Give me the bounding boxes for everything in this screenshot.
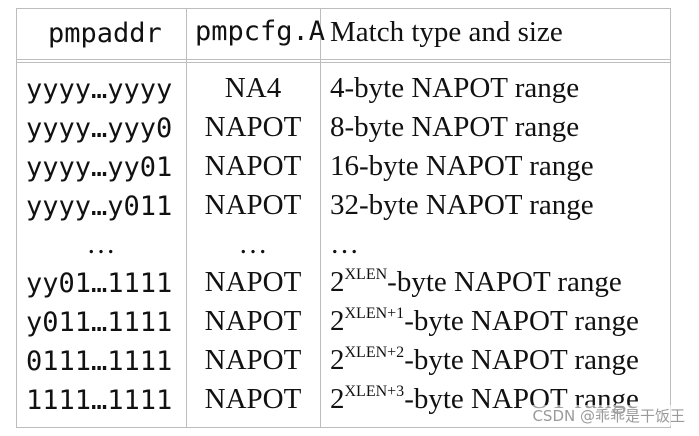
cell-size: 4-byte NAPOT range (330, 72, 580, 104)
cell-pmpcfg: NAPOT (204, 344, 302, 376)
table-frame (16, 8, 671, 428)
cell-size: 2XLEN+3-byte NAPOT range (330, 383, 639, 415)
size-suffix: -byte NAPOT range (387, 266, 622, 298)
size-exponent: XLEN (344, 266, 388, 283)
cell-pmpcfg: NAPOT (204, 150, 302, 182)
size-exponent: XLEN+1 (344, 305, 405, 322)
header-divider (16, 59, 671, 60)
cell-size: 2XLEN+1-byte NAPOT range (330, 305, 639, 337)
cell-pmpaddr: y011…1111 (26, 307, 173, 338)
header-pmpcfg: pmpcfg.A (195, 16, 326, 47)
size-suffix: -byte NAPOT range (404, 305, 639, 337)
size-base: 2 (330, 344, 345, 376)
cell-pmpcfg: NAPOT (204, 305, 302, 337)
size-base: 2 (330, 383, 345, 415)
cell-pmpaddr: yyyy…yyy0 (26, 113, 173, 144)
cell-pmpaddr: yyyy…yy01 (26, 152, 173, 183)
size-base: 2 (330, 266, 345, 298)
cell-pmpcfg: NAPOT (204, 383, 302, 415)
cell-size: 2XLEN+2-byte NAPOT range (330, 344, 639, 376)
header-divider (16, 62, 671, 63)
cell-size: 2XLEN-byte NAPOT range (330, 266, 622, 298)
cell-pmpaddr: yy01…1111 (26, 268, 173, 299)
size-base: 2 (330, 305, 345, 337)
header-match-type: Match type and size (330, 16, 563, 48)
cell-size: 8-byte NAPOT range (330, 111, 580, 143)
cell-pmpcfg: NAPOT (204, 266, 302, 298)
cell-pmpcfg: NAPOT (204, 111, 302, 143)
cell-pmpcfg: NA4 (224, 72, 282, 104)
cell-pmpcfg-ellipsis: … (238, 228, 268, 260)
size-exponent: XLEN+2 (344, 344, 405, 361)
cell-pmpaddr: 1111…1111 (26, 385, 173, 416)
cell-pmpaddr-ellipsis: … (86, 228, 116, 260)
cell-size: 16-byte NAPOT range (330, 150, 594, 182)
cell-size: 32-byte NAPOT range (330, 189, 594, 221)
cell-pmpaddr: 0111…1111 (26, 346, 173, 377)
column-divider (320, 8, 321, 428)
cell-pmpcfg: NAPOT (204, 189, 302, 221)
cell-pmpaddr: yyyy…y011 (26, 191, 173, 222)
header-pmpaddr: pmpaddr (48, 18, 162, 49)
size-exponent: XLEN+3 (344, 383, 405, 400)
column-divider (186, 8, 187, 428)
cell-size-ellipsis: … (330, 228, 359, 260)
cell-pmpaddr: yyyy…yyyy (26, 74, 173, 105)
size-suffix: -byte NAPOT range (404, 344, 639, 376)
watermark: CSDN @乖乖是干饭王 (532, 405, 685, 426)
